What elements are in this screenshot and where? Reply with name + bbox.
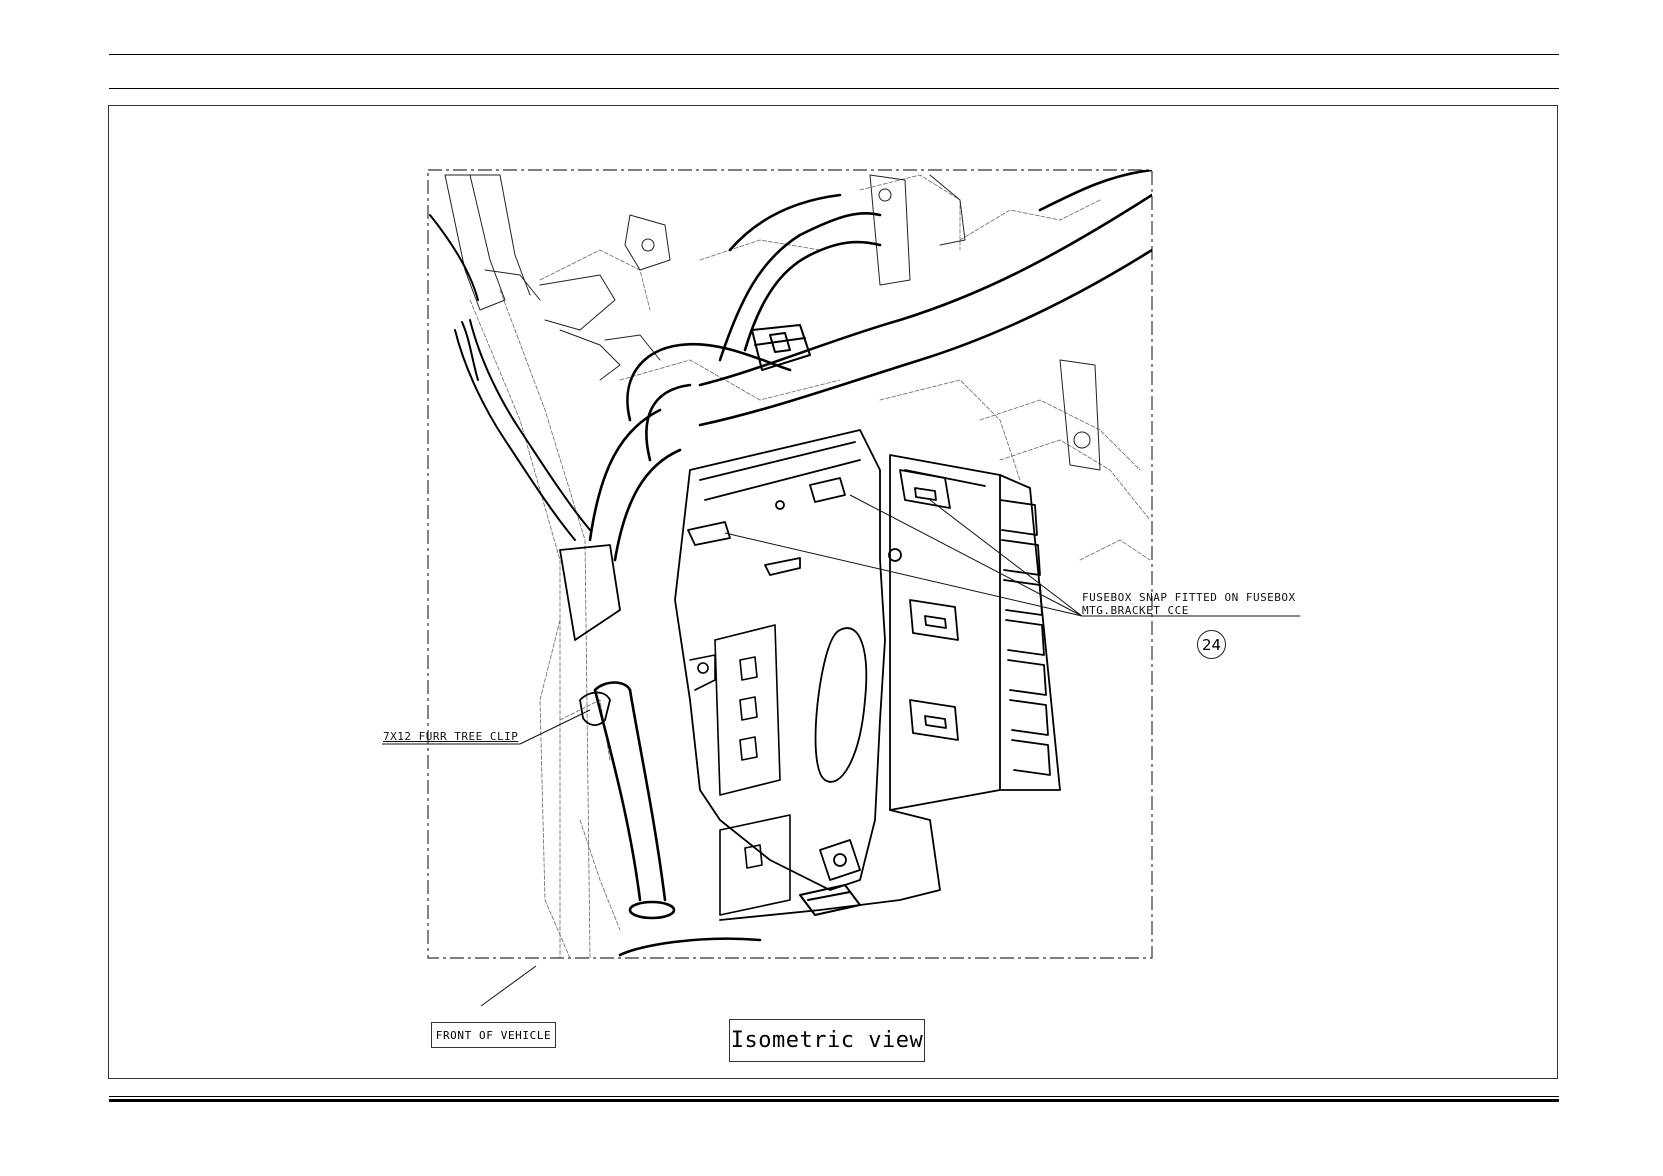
bottom-clip — [799, 884, 861, 916]
header-rule-bottom — [109, 88, 1559, 89]
leader-lines — [382, 494, 1300, 1007]
fusebox-note-line2: MTG.BRACKET CCE — [1082, 604, 1189, 617]
front-of-vehicle-text: FRONT OF VEHICLE — [435, 1028, 552, 1042]
view-title: Isometric view — [730, 1028, 924, 1053]
fusebox-leader-1 — [849, 494, 1083, 617]
clip-note: 7X12 FURR TREE CLIP — [383, 730, 519, 743]
fusebox-bracket — [674, 429, 902, 891]
left-wire-bundle — [429, 214, 591, 541]
main-harness — [588, 170, 1152, 957]
fusebox-note-line1: FUSEBOX SNAP FITTED ON FUSEBOX — [1082, 591, 1296, 604]
tree-clip — [559, 544, 621, 726]
tube-connector — [751, 324, 811, 371]
front-of-vehicle-label: FRONT OF VEHICLE — [431, 1022, 556, 1048]
background-structure — [469, 174, 1151, 958]
view-title-box: Isometric view — [729, 1019, 925, 1062]
front-arrow-line — [480, 965, 537, 1007]
clip-leader — [519, 709, 591, 745]
fusebox-leader-2 — [724, 532, 1083, 617]
fusebox — [719, 454, 1061, 921]
fusebox-leader-3 — [929, 499, 1083, 617]
item-balloon: 24 — [1197, 630, 1226, 659]
header-rule-top — [109, 54, 1559, 55]
balloon-number: 24 — [1201, 635, 1222, 654]
drawing-frame — [108, 105, 1558, 1079]
upper-left-bracket — [444, 174, 1101, 471]
view-boundary — [427, 169, 1153, 959]
footer-rule-thin — [109, 1096, 1559, 1097]
footer-rule-thick — [109, 1099, 1559, 1102]
lower-plate — [689, 624, 791, 916]
